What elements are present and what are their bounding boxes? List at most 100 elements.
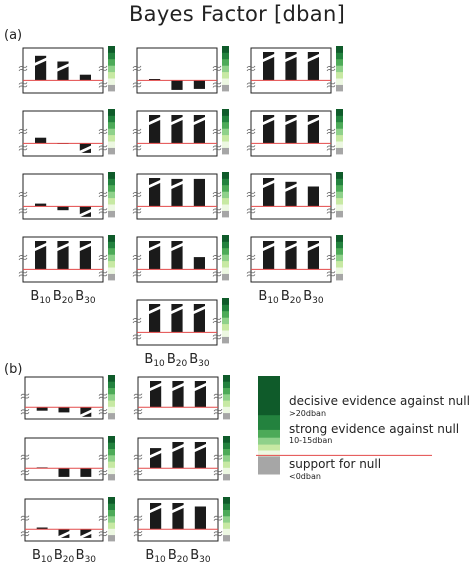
scale-segment	[222, 204, 229, 211]
axis-break-right-upper-upper	[98, 454, 108, 457]
scale-segment	[336, 109, 343, 116]
axis-break-left-upper-lower	[132, 68, 142, 72]
axis-break-left-lower-lower	[18, 148, 28, 151]
scale-segment	[222, 134, 229, 142]
axis-break-right-upper	[98, 65, 108, 72]
tick-label-b20: B20	[53, 289, 74, 306]
scale-segment	[108, 515, 115, 523]
scale-segment	[108, 436, 115, 443]
bar-break-b10	[149, 382, 163, 392]
axis-break-right-upper-lower	[212, 320, 222, 324]
scale-segment	[336, 71, 343, 79]
legend-support-label: support for null	[289, 457, 382, 471]
scale-segment	[222, 46, 229, 53]
scale-segment	[223, 534, 230, 542]
axis-break-right-upper-lower	[98, 396, 108, 399]
axis-break-left-upper-upper	[132, 317, 142, 321]
axis-break-left-upper-upper	[133, 393, 143, 396]
scale-segment	[336, 58, 343, 66]
bar-b10	[150, 503, 162, 530]
scale-segment	[108, 497, 115, 504]
axis-break-right-upper-lower	[98, 68, 108, 72]
axis-break-left-lower	[20, 470, 30, 476]
legend-scale-segment	[258, 450, 280, 457]
tick-label-b20: B20	[168, 548, 189, 562]
axis-break-left-lower-lower	[132, 274, 142, 277]
axis-break-right-lower	[98, 409, 108, 415]
axis-break-right-lower-upper	[213, 531, 223, 534]
scale-segment	[336, 184, 343, 192]
axis-break-left-upper	[20, 515, 30, 521]
legend-scale-segment	[258, 429, 280, 439]
scale-segment	[223, 436, 230, 443]
scale-segment	[108, 52, 115, 60]
bar-b10	[35, 55, 47, 81]
scale-segment	[108, 260, 115, 268]
axis-break-left-upper-lower	[18, 68, 28, 72]
axis-break-left-upper	[20, 454, 30, 460]
scale-segment	[108, 381, 115, 388]
scale-segment	[108, 84, 115, 92]
axis-break-right-lower	[98, 470, 108, 476]
bar-break-b20	[171, 382, 185, 392]
axis-break-right-upper-upper	[212, 254, 222, 258]
axis-break-left-lower-upper	[20, 470, 30, 473]
axis-break-right-upper	[98, 515, 108, 521]
axis-break-right-lower-upper	[98, 208, 108, 211]
bar-b30	[194, 442, 206, 469]
scale-segment	[108, 267, 115, 274]
evidence-scale-a6	[336, 109, 343, 155]
scale-segment	[336, 46, 343, 53]
scale-segment	[108, 375, 115, 382]
axis-break-right-upper-lower	[326, 68, 336, 72]
axis-break-right-lower-upper	[326, 208, 336, 211]
bar-b20	[57, 206, 69, 211]
evidence-scale-b6	[223, 497, 230, 542]
scale-segment	[222, 304, 229, 312]
bar-break-b30	[78, 208, 92, 218]
axis-break-right-upper-lower	[213, 396, 223, 399]
bar-b10	[36, 527, 48, 530]
axis-break-left-lower-upper	[133, 470, 143, 473]
plot-a11	[136, 236, 218, 283]
axis-break-right-upper-lower	[213, 518, 223, 521]
axis-break-right-upper-lower	[98, 518, 108, 521]
axis-break-right-upper-upper	[213, 393, 223, 396]
axis-break-left-lower-upper	[246, 82, 256, 85]
axis-break-left-lower	[18, 208, 28, 214]
legend-scale-segment	[258, 415, 280, 431]
bar-break-b30	[79, 409, 93, 419]
bar-break-b10	[149, 504, 163, 514]
scale-segment	[223, 528, 230, 536]
plot-b3	[24, 437, 104, 481]
evidence-scale-b1	[108, 375, 115, 420]
axis-break-right-lower-lower	[326, 274, 336, 277]
axis-break-left-upper-lower	[20, 457, 30, 460]
scale-segment	[108, 115, 115, 123]
bar-b30	[307, 52, 319, 81]
scale-segment	[222, 128, 229, 136]
bar-break-b30	[78, 145, 92, 155]
bar-break-b10	[34, 242, 48, 252]
axis-break-right-upper-upper	[326, 191, 336, 195]
scale-segment	[336, 172, 343, 179]
bar-b10	[263, 115, 275, 144]
axis-break-right-upper-lower	[212, 257, 222, 261]
axis-break-right-lower-lower	[98, 85, 108, 88]
axis-break-right-upper-upper	[212, 191, 222, 195]
scale-segment	[336, 241, 343, 249]
axis-break-right-upper-lower	[212, 194, 222, 198]
axis-break-left-lower	[246, 208, 256, 214]
scale-segment	[222, 191, 229, 199]
axis-break-right-lower-upper	[212, 82, 222, 85]
scale-segment	[108, 65, 115, 73]
axis-break-left-lower-upper	[20, 531, 30, 534]
plot-a6	[250, 110, 332, 157]
axis-break-right-upper-lower	[212, 68, 222, 72]
axis-break-right-lower-upper	[98, 271, 108, 274]
tick-label-b10: B10	[30, 289, 51, 306]
axis-break-right-lower-upper	[98, 409, 108, 412]
scale-segment	[108, 454, 115, 462]
plot-a8	[136, 173, 218, 220]
